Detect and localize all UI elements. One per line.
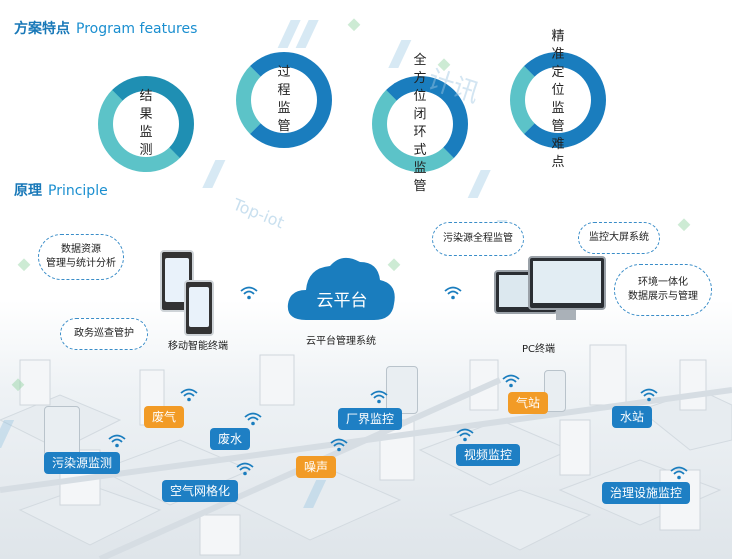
tag-video: 视频监控 bbox=[456, 444, 521, 466]
principle-heading: 原理 Principle bbox=[14, 180, 108, 200]
bubble-line-1: 污染源全程监管 bbox=[443, 233, 513, 244]
feature-line-2: 环式监管 bbox=[413, 125, 427, 194]
bubble-line-1: 政务巡查管护 bbox=[74, 328, 134, 339]
feature-label: 全方位闭环式监管 bbox=[386, 52, 455, 196]
cloud-caption: 云平台管理系统 bbox=[306, 336, 376, 347]
tag-waste-water: 废水 bbox=[210, 428, 251, 450]
wifi-icon bbox=[640, 388, 658, 402]
bubble-data-resource: 数据资源 管理与统计分析 bbox=[38, 234, 124, 280]
wifi-icon bbox=[244, 412, 262, 426]
tag-air-grid: 空气网格化 bbox=[162, 480, 239, 502]
wifi-icon bbox=[108, 434, 126, 448]
feature-label: 结果监测 bbox=[112, 88, 181, 160]
features-heading-zh: 方案特点 bbox=[14, 21, 70, 37]
feature-ring-process-supervision: 过程监管 bbox=[236, 52, 332, 148]
feature-label: 精准定位监管难点 bbox=[524, 28, 593, 172]
feature-line-2: 监管难点 bbox=[551, 101, 565, 170]
wifi-icon bbox=[444, 286, 462, 300]
wifi-icon bbox=[370, 390, 388, 404]
mobile-terminal-label: 移动智能终端 bbox=[168, 341, 228, 352]
tag-noise: 噪声 bbox=[296, 456, 337, 478]
feature-line-1: 结果监测 bbox=[139, 89, 153, 158]
wifi-icon bbox=[670, 466, 688, 480]
mobile-phone-icon bbox=[184, 280, 214, 336]
wifi-icon bbox=[236, 462, 254, 476]
tag-exhaust-gas: 废气 bbox=[144, 406, 185, 428]
monitor-stand bbox=[556, 310, 576, 320]
tag-treatment: 治理设施监控 bbox=[602, 482, 691, 504]
tag-boundary: 厂界监控 bbox=[338, 408, 403, 430]
principle-heading-en: Principle bbox=[48, 183, 108, 199]
wifi-icon bbox=[502, 374, 520, 388]
bubble-line-2: 管理与统计分析 bbox=[46, 258, 116, 269]
tag-pollution-source: 污染源监测 bbox=[44, 452, 121, 474]
pc-terminal-label: PC终端 bbox=[522, 344, 556, 355]
wifi-icon bbox=[330, 438, 348, 452]
feature-line-1: 过程监管 bbox=[277, 65, 291, 134]
features-heading-en: Program features bbox=[76, 21, 198, 37]
wifi-icon bbox=[240, 286, 258, 300]
monitor-icon bbox=[528, 256, 606, 310]
tag-water-station: 水站 bbox=[612, 406, 653, 428]
bubble-line-1: 数据资源 bbox=[61, 244, 101, 255]
bubble-pollution-full: 污染源全程监管 bbox=[432, 222, 524, 256]
feature-ring-precise-location: 精准定位监管难点 bbox=[510, 29, 606, 170]
feature-line-1: 精准定位 bbox=[551, 29, 565, 98]
feature-ring-result-monitoring: 结果监测 bbox=[98, 76, 194, 172]
feature-line-1: 全方位闭 bbox=[413, 53, 427, 122]
monitoring-station-icon bbox=[44, 406, 80, 456]
bubble-line-1: 监控大屏系统 bbox=[589, 232, 649, 243]
bubble-env-integration: 环境一体化 数据展示与管理 bbox=[614, 264, 712, 316]
features-heading: 方案特点 Program features bbox=[14, 18, 197, 38]
monitoring-station-icon bbox=[386, 366, 418, 414]
wifi-icon bbox=[180, 388, 198, 402]
feature-label: 过程监管 bbox=[250, 64, 319, 136]
bubble-line-1: 环境一体化 bbox=[638, 277, 688, 288]
bubble-big-screen: 监控大屏系统 bbox=[578, 222, 660, 254]
principle-heading-zh: 原理 bbox=[14, 183, 42, 199]
city-background bbox=[0, 300, 732, 559]
cloud-icon bbox=[287, 257, 395, 320]
bubble-gov-patrol: 政务巡查管护 bbox=[60, 318, 148, 350]
cloud-title: 云平台 bbox=[316, 291, 368, 311]
bubble-line-2: 数据展示与管理 bbox=[628, 291, 698, 302]
monitoring-station-icon bbox=[544, 370, 566, 412]
wifi-icon bbox=[456, 428, 474, 442]
tag-gas-station: 气站 bbox=[508, 392, 549, 414]
